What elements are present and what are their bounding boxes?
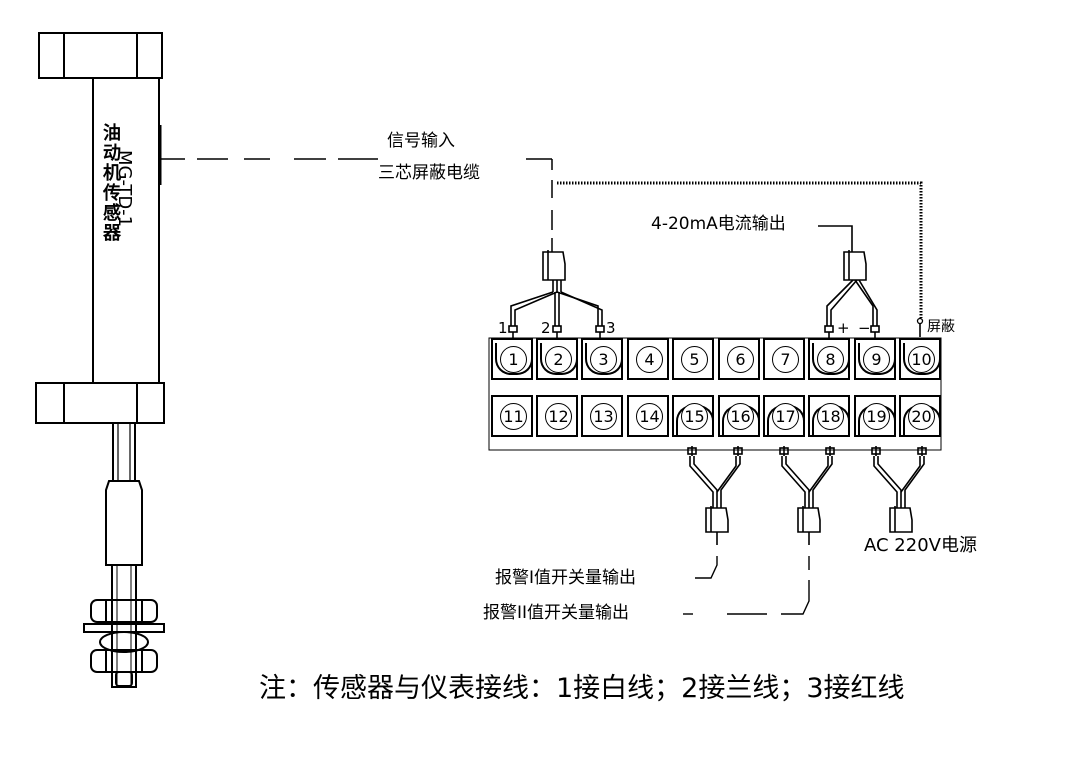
sensor-top-cap — [38, 32, 163, 79]
alarm1-cable — [687, 446, 743, 545]
terminal-6: 6 — [718, 338, 760, 380]
nut-top — [90, 599, 158, 623]
input-cable — [508, 250, 605, 338]
alarm1-leader — [695, 556, 718, 579]
terminal-12: 12 — [536, 395, 578, 437]
shielded-cable-label: 三芯屏蔽电缆 — [378, 163, 480, 183]
wire-label-minus: − — [858, 319, 871, 337]
terminal-14: 14 — [627, 395, 669, 437]
current-output-label: 4-20mA电流输出 — [651, 214, 786, 234]
terminal-9: 9 — [854, 338, 896, 380]
current-output-cable — [818, 225, 880, 338]
shield-wire — [557, 181, 923, 318]
alarm2-label: 报警II值开关量输出 — [483, 603, 630, 623]
power-cable — [871, 446, 927, 533]
wire-label-plus: + — [837, 319, 850, 337]
terminal-1: 1 — [491, 338, 533, 380]
terminal-8: 8 — [808, 338, 850, 380]
wiring-note: 注：传感器与仪表接线：1接白线；2接兰线；3接红线 — [259, 673, 905, 704]
terminal-5: 5 — [672, 338, 714, 380]
terminal-11: 11 — [491, 395, 533, 437]
wire-label-1: 1 — [498, 319, 508, 337]
alarm1-label: 报警I值开关量输出 — [495, 568, 637, 588]
terminal-19: 19 — [854, 395, 896, 437]
signal-input-label: 信号输入 — [387, 131, 455, 151]
terminal-20: 20 — [899, 395, 941, 437]
sensor-name-label: 油动机传感器 — [103, 123, 121, 244]
sensor-rod — [112, 422, 136, 482]
terminal-13: 13 — [581, 395, 623, 437]
terminal-16: 16 — [718, 395, 760, 437]
sensor-bottom-cap — [35, 382, 165, 424]
nut-bottom — [90, 649, 158, 673]
terminal-17: 17 — [763, 395, 805, 437]
terminal-18: 18 — [808, 395, 850, 437]
shield-label: 屏蔽 — [927, 319, 955, 335]
terminal-10: 10 — [899, 338, 941, 380]
terminal-15: 15 — [672, 395, 714, 437]
terminal-4: 4 — [627, 338, 669, 380]
terminal-2: 2 — [536, 338, 578, 380]
terminal-3: 3 — [581, 338, 623, 380]
alarm2-leader — [781, 580, 810, 615]
wire-label-2: 2 — [541, 319, 551, 337]
sensor-collar — [105, 480, 143, 566]
power-label: AC 220V电源 — [864, 535, 977, 556]
terminal-7: 7 — [763, 338, 805, 380]
alarm2-cable — [779, 446, 835, 545]
wire-label-3: 3 — [606, 319, 616, 337]
